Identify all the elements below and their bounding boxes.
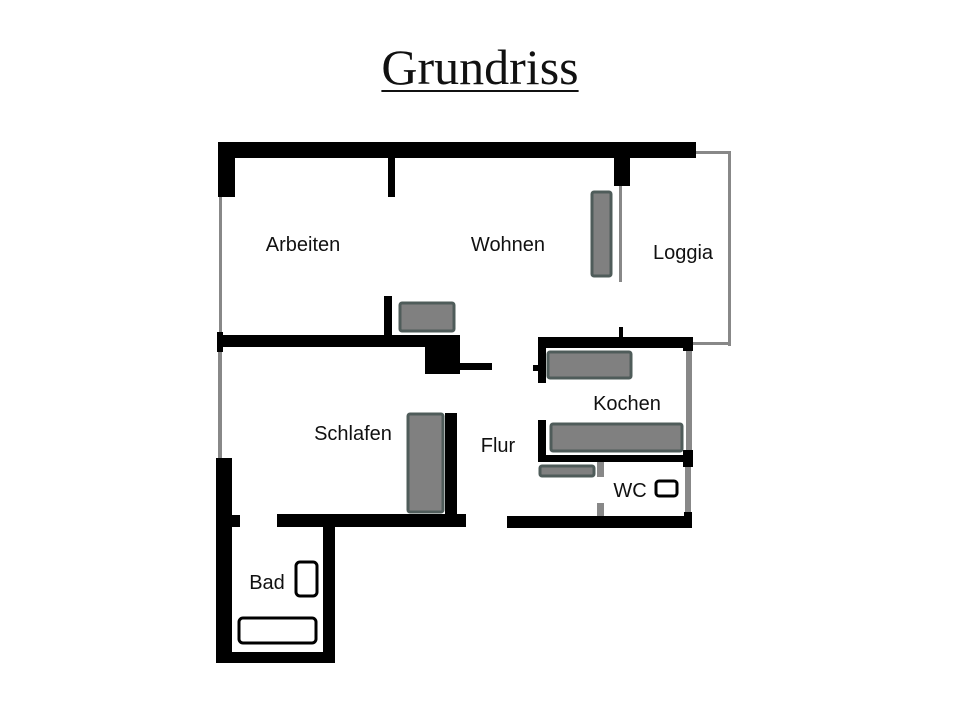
wc-door-jamb [597,503,604,516]
wall-corner [218,142,235,197]
wall-cap [684,512,692,528]
room-label-kochen: Kochen [593,393,661,415]
wall-partition [388,158,395,197]
room-label-bad: Bad [249,572,285,594]
wall-stub [232,515,240,527]
loggia-door [619,186,622,282]
toilet-icon [654,479,679,498]
windows [218,151,731,516]
wall-top [218,142,696,158]
wall-bottom-right [507,516,692,528]
wardrobe [406,412,445,514]
wall-kitchen-left [538,337,546,383]
wall-cap [217,332,223,352]
wall-kitchen-left-lower [538,420,546,462]
room-label-arbeiten: Arbeiten [266,234,341,256]
wc-door-jamb [597,462,604,477]
wall-tick [619,327,623,337]
wall-kitchen-top [538,337,693,348]
loggia-rail-right [728,151,731,346]
kitchen-counter-top [546,350,633,380]
wall-bad-right [323,527,335,663]
loggia-rail-top [696,151,731,154]
sideboard [398,301,456,333]
walls [216,142,696,663]
wall-pillar [425,335,460,374]
kitchen-counter [549,422,684,453]
wall-cap [683,337,693,351]
wall-kitchen-bottom [538,455,690,462]
wohnen-cabinet [590,190,613,278]
wall-pillar [614,158,630,186]
shelf [538,464,596,478]
sink-icon [294,560,319,598]
room-label-wohnen: Wohnen [471,234,545,256]
room-label-schlafen: Schlafen [314,423,392,445]
wall-middle [217,335,460,347]
window-arbeiten [219,197,222,335]
loggia-rail-bottom [690,342,731,345]
wall-schlafen-bottom [277,514,466,527]
bathtub-icon [237,616,318,645]
furniture [237,190,684,645]
wall-flur [445,413,457,515]
plan-title: Grundriss [0,38,960,96]
wall-cap [683,450,693,467]
room-label-wc: WC [613,480,646,502]
wall-bad-bottom [216,652,335,663]
wall-tick [533,365,539,371]
wall-stub [460,363,492,370]
room-label-flur: Flur [481,435,516,457]
window-schlafen [218,347,222,458]
window-wc [685,467,691,513]
window-kochen [686,348,692,456]
plan-title-text: Grundriss [381,39,579,95]
room-label-loggia: Loggia [653,242,714,264]
wall-partition [384,296,392,336]
wall-left-lower [216,458,232,663]
